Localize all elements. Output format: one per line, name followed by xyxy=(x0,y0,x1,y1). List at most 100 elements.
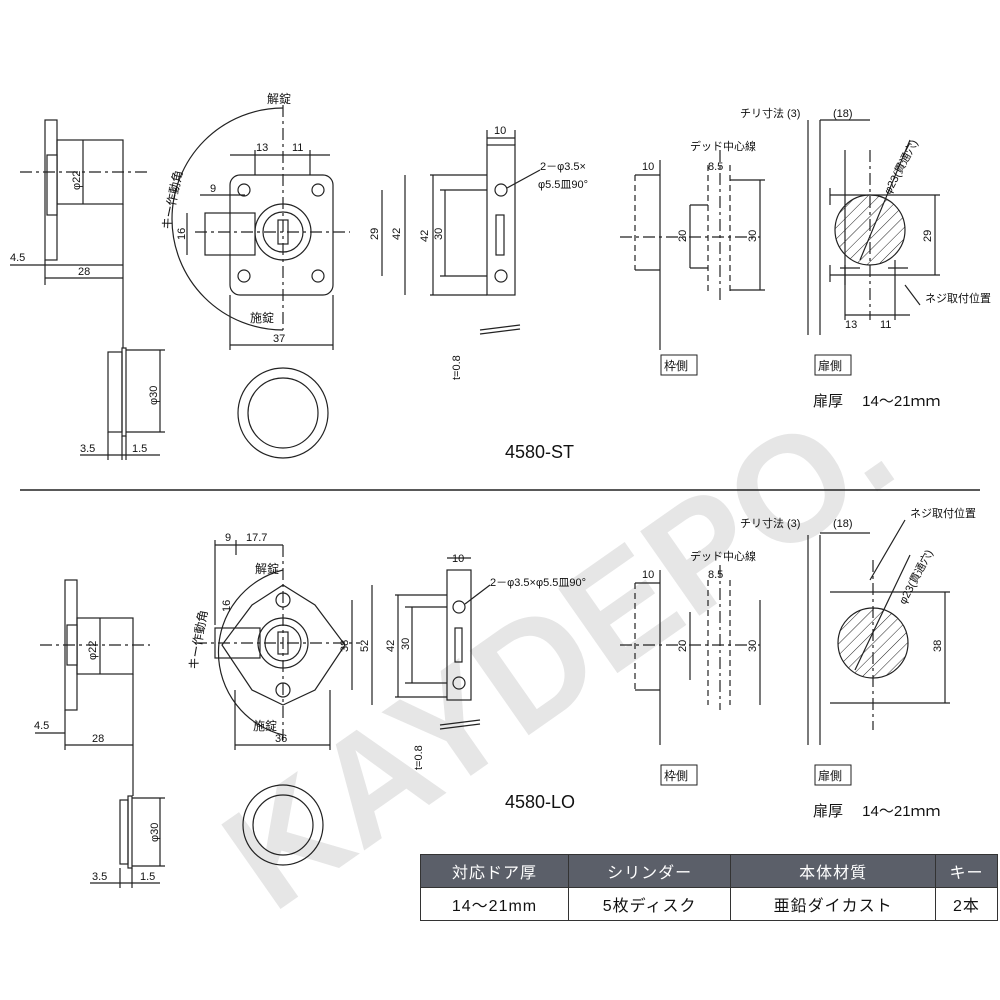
lo-dead-center-label: デッド中心線 xyxy=(690,549,756,563)
st-dead-center-label: デッド中心線 xyxy=(690,139,756,153)
lo-door-dim-38: 38 xyxy=(932,640,944,652)
st-dim-1-5: 1.5 xyxy=(132,443,147,455)
st-side-lower xyxy=(80,285,165,460)
st-strike-plate xyxy=(430,130,541,335)
lo-dim-phi30: φ30 xyxy=(149,823,161,842)
st-dim-phi22: φ22 xyxy=(71,171,83,190)
lo-model-name: 4580-LO xyxy=(505,792,575,812)
st-dim-3-5: 3.5 xyxy=(80,443,95,455)
spec-table: 対応ドア厚 シリンダー 本体材質 キー 14～21mm 5枚ディスク 亜鉛ダイカ… xyxy=(419,854,999,921)
lo-lock-label: 施錠 xyxy=(253,718,277,733)
lo-door-side-label: 扉側 xyxy=(818,769,842,783)
lo-dim-phi22: φ22 xyxy=(87,641,99,660)
spec-value-key: 2本 xyxy=(934,887,999,921)
st-lock-label: 施錠 xyxy=(250,310,274,325)
st-escutcheon xyxy=(237,367,329,459)
lo-frame-dim-10: 10 xyxy=(642,569,654,581)
st-dim-4-5: 4.5 xyxy=(10,252,25,264)
lo-strike-dim-42: 42 xyxy=(385,640,397,652)
spec-value-material: 亜鉛ダイカスト xyxy=(730,887,936,921)
st-dim-11: 11 xyxy=(292,142,303,154)
st-dim-t08: t=0.8 xyxy=(451,355,463,380)
st-holes-label-2: φ5.5皿90° xyxy=(538,179,588,191)
lo-dim-3: (3) xyxy=(787,518,800,530)
st-holes-label-1: 2－φ3.5× xyxy=(540,161,586,173)
lo-dim-4-5: 4.5 xyxy=(34,720,49,732)
spec-value-cylinder: 5枚ディスク xyxy=(568,887,732,921)
spec-header-material: 本体材質 xyxy=(730,854,936,888)
lo-side-view xyxy=(35,579,150,750)
st-dim-42: 42 xyxy=(391,228,403,240)
st-dim-29: 29 xyxy=(369,228,381,240)
lo-dim-38: 38 xyxy=(339,640,351,652)
lo-dim-3-5: 3.5 xyxy=(92,871,107,883)
lo-door-side xyxy=(807,519,950,745)
lo-frame-side-label: 枠側 xyxy=(664,769,688,783)
st-key-angle-label: キー作動角 xyxy=(159,169,185,231)
st-chiri-label: チリ寸法 xyxy=(740,106,784,120)
spec-header-door-thickness: 対応ドア厚 xyxy=(419,854,570,888)
lo-dim-9: 9 xyxy=(225,532,231,544)
lo-dim-t08: t=0.8 xyxy=(413,745,425,770)
lo-escutcheon xyxy=(242,784,324,866)
lo-screw-pos-label: ネジ取付位置 xyxy=(910,506,976,520)
lo-dim-36: 36 xyxy=(275,733,287,745)
st-front-view xyxy=(171,105,406,350)
st-door-dim-13: 13 xyxy=(845,319,857,331)
st-dim-18: (18) xyxy=(833,108,853,120)
st-dim-phi23: φ23(貫通穴) xyxy=(880,137,920,196)
st-strike-dim-10: 10 xyxy=(494,125,506,137)
lo-front-view xyxy=(195,540,373,750)
st-dim-13: 13 xyxy=(256,142,268,154)
lo-frame-dim-8-5: 8.5 xyxy=(708,569,723,581)
spec-table-header-row: 対応ドア厚 シリンダー 本体材質 キー xyxy=(419,854,999,888)
st-side-view xyxy=(10,119,150,285)
lo-dim-18: (18) xyxy=(833,518,853,530)
lo-dim-1-5: 1.5 xyxy=(140,871,155,883)
lo-dim-28: 28 xyxy=(92,733,104,745)
spec-header-key: キー xyxy=(934,854,999,888)
lo-frame-dim-20: 20 xyxy=(677,640,689,652)
lo-strike-plate xyxy=(395,557,491,730)
lo-dim-52: 52 xyxy=(359,640,371,652)
spec-table-value-row: 14～21mm 5枚ディスク 亜鉛ダイカスト 2本 xyxy=(419,887,999,921)
st-dim-9: 9 xyxy=(210,183,216,195)
lo-key-angle-label: キー作動角 xyxy=(186,609,210,671)
lo-chiri-label: チリ寸法 xyxy=(740,516,784,530)
lo-dim-16: 16 xyxy=(221,600,233,612)
st-frame-dim-20: 20 xyxy=(677,230,689,242)
st-unlock-label: 解錠 xyxy=(267,91,291,106)
lo-frame-side xyxy=(620,565,761,745)
st-door-side xyxy=(807,119,940,335)
st-dim-3: (3) xyxy=(787,108,800,120)
spec-value-door-thickness: 14～21mm xyxy=(419,887,570,921)
lo-door-thickness: 扉厚 14～21ｍｍ xyxy=(813,803,941,820)
st-frame-dim-8-5: 8.5 xyxy=(708,161,723,173)
st-strike-dim-42: 42 xyxy=(419,230,431,242)
st-frame-side xyxy=(620,150,765,350)
lo-frame-dim-30: 30 xyxy=(747,640,759,652)
st-dim-28: 28 xyxy=(78,266,90,278)
lo-dim-phi23: φ23(貫通穴) xyxy=(895,547,935,606)
st-labels: 解錠 施錠 キー作動角 13 11 9 16 29 42 37 φ22 4.5 … xyxy=(10,91,991,462)
st-dim-phi30: φ30 xyxy=(148,386,160,405)
lo-strike-dim-30: 30 xyxy=(400,638,412,650)
spec-header-cylinder: シリンダー xyxy=(568,854,732,888)
st-frame-dim-10: 10 xyxy=(642,161,654,173)
lo-holes-label: 2－φ3.5×φ5.5皿90° xyxy=(490,577,586,589)
st-frame-side-label: 枠側 xyxy=(664,359,688,373)
st-screw-pos-label: ネジ取付位置 xyxy=(925,291,991,305)
st-door-dim-29: 29 xyxy=(922,230,934,242)
st-frame-dim-30: 30 xyxy=(747,230,759,242)
st-dim-37: 37 xyxy=(273,333,285,345)
st-dim-16: 16 xyxy=(176,228,188,240)
lo-dim-17-7: 17.7 xyxy=(246,532,267,544)
lo-side-lower xyxy=(90,750,165,888)
st-strike-dim-30: 30 xyxy=(433,228,445,240)
st-door-thickness: 扉厚 14～21ｍｍ xyxy=(813,393,941,410)
st-model-name: 4580-ST xyxy=(505,442,574,462)
st-door-side-label: 扉側 xyxy=(818,359,842,373)
lo-unlock-label: 解錠 xyxy=(255,561,279,576)
